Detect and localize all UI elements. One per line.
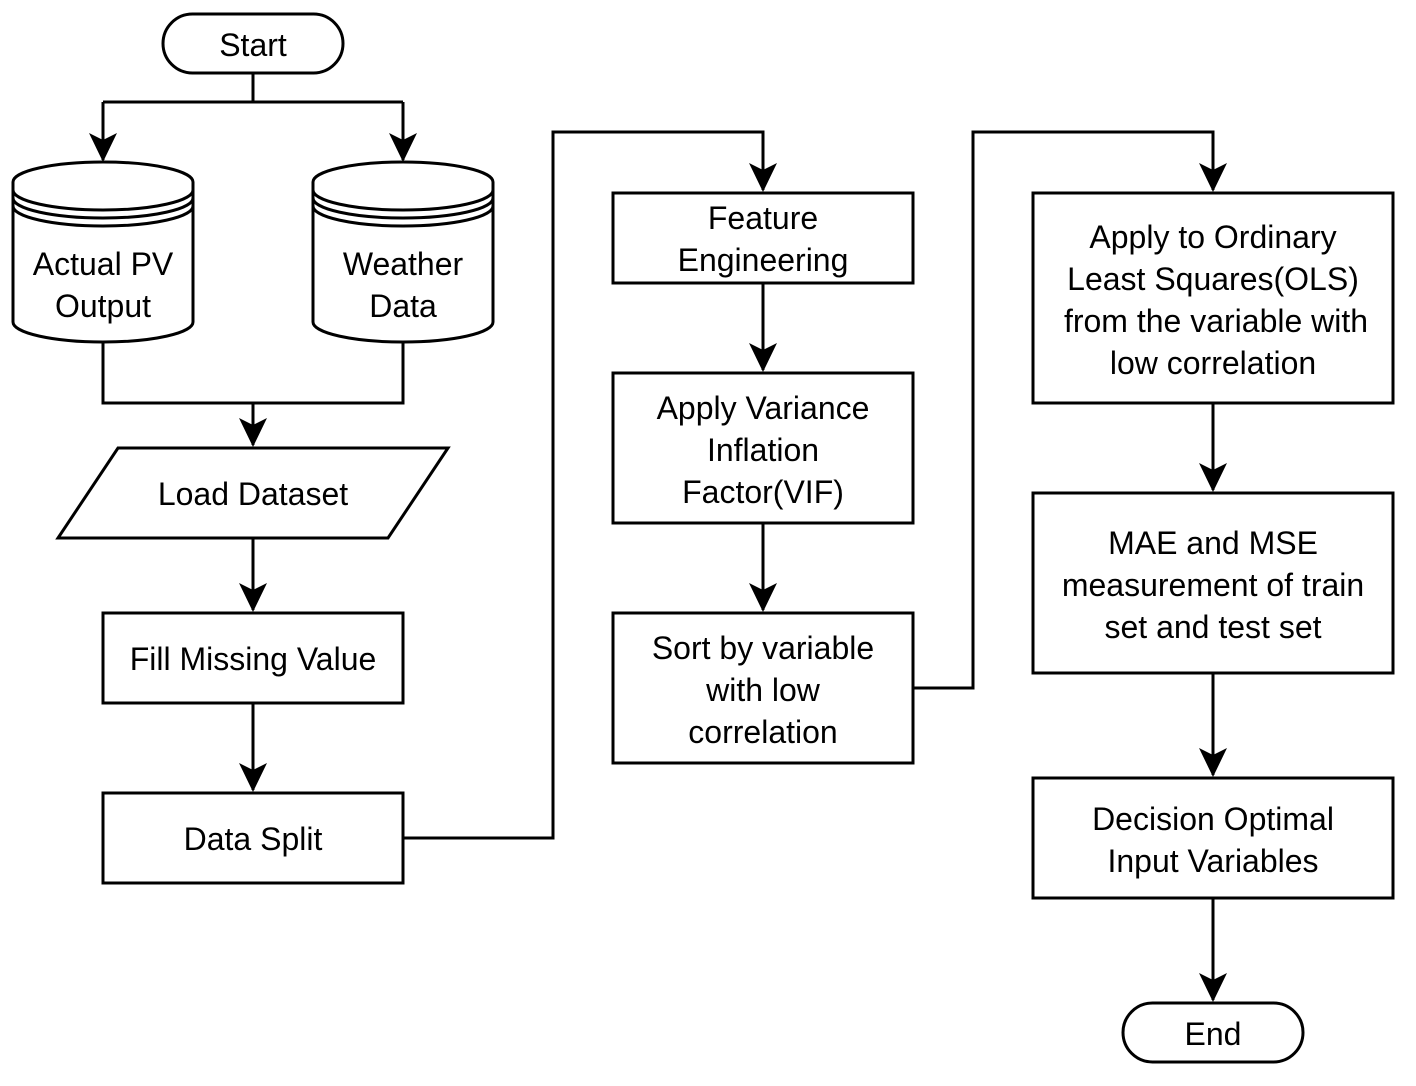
arrowhead-fill-missing [239, 583, 267, 612]
feature-engineering-label-line-1: Feature [708, 200, 818, 236]
mae-mse-label-line-2: measurement of train [1062, 567, 1364, 603]
weather-data-label-line-2: Data [369, 288, 437, 324]
load-dataset-node: Load Dataset [55, 446, 451, 540]
ols-label-line-4: low correlation [1110, 345, 1316, 381]
ols-label-line-1: Apply to Ordinary [1089, 219, 1336, 255]
edge-start-to-split [103, 73, 403, 104]
feature-engineering-label-line-2: Engineering [678, 242, 849, 278]
arrowhead-data-split [239, 763, 267, 792]
arrowhead-weather [389, 133, 417, 162]
arrowhead-decision [1199, 748, 1227, 777]
ols-node: Apply to Ordinary Least Squares(OLS) fro… [1031, 191, 1395, 405]
decision-label-line-1: Decision Optimal [1092, 801, 1334, 837]
arrowhead-vif [749, 343, 777, 372]
decision-label-line-2: Input Variables [1107, 843, 1318, 879]
mae-mse-node: MAE and MSE measurement of train set and… [1031, 491, 1395, 675]
sort-label-line-1: Sort by variable [652, 630, 874, 666]
mae-mse-label-line-1: MAE and MSE [1108, 525, 1318, 561]
arrowhead-end [1199, 973, 1227, 1002]
end-label: End [1185, 1016, 1242, 1052]
data-split-node: Data Split [101, 791, 405, 885]
end-node: End [1121, 1001, 1305, 1064]
actual-pv-output-label-line-1: Actual PV [33, 246, 174, 282]
arrowhead-sort [749, 583, 777, 612]
edge-sort-to-ols [913, 130, 1215, 690]
fill-missing-value-label: Fill Missing Value [130, 641, 377, 677]
actual-pv-output-label-line-2: Output [55, 288, 151, 324]
sort-label-line-3: correlation [688, 714, 837, 750]
edge-sources-merge [101, 340, 405, 405]
sort-label-line-2: with low [705, 672, 821, 708]
sort-node: Sort by variable with low correlation [611, 611, 915, 765]
arrowhead-mae-mse [1199, 463, 1227, 492]
arrowhead-actual-pv [89, 133, 117, 162]
data-split-label: Data Split [184, 821, 323, 857]
start-label: Start [219, 27, 287, 63]
feature-engineering-node: Feature Engineering [611, 191, 915, 285]
edge-data-split-to-feature-engineering [403, 130, 765, 840]
mae-mse-label-line-3: set and test set [1104, 609, 1321, 645]
vif-node: Apply Variance Inflation Factor(VIF) [611, 371, 915, 525]
vif-label-line-2: Inflation [707, 432, 819, 468]
vif-label-line-1: Apply Variance [657, 390, 870, 426]
fill-missing-value-node: Fill Missing Value [101, 611, 405, 705]
arrowhead-load-dataset [239, 418, 267, 447]
arrowhead-ols [1199, 163, 1227, 192]
arrowhead-feature-engineering [749, 163, 777, 192]
actual-pv-output-database: Actual PV Output [11, 160, 195, 344]
ols-label-line-2: Least Squares(OLS) [1067, 261, 1359, 297]
ols-label-line-3: from the variable with [1064, 303, 1368, 339]
load-dataset-label: Load Dataset [158, 476, 348, 512]
weather-data-label-line-1: Weather [343, 246, 464, 282]
start-node: Start [161, 12, 345, 75]
decision-node: Decision Optimal Input Variables [1031, 776, 1395, 900]
weather-data-database: Weather Data [311, 160, 495, 344]
arrowheads [89, 133, 1227, 1002]
vif-label-line-3: Factor(VIF) [682, 474, 844, 510]
